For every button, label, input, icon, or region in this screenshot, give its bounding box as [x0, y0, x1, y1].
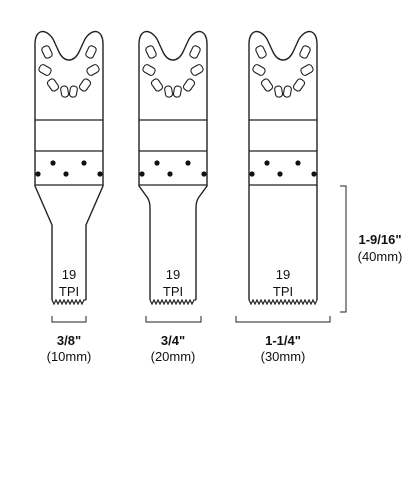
tpi-number-2: 19: [166, 267, 180, 282]
width-mm-1: (10mm): [47, 349, 92, 364]
depth-mm: (40mm): [358, 249, 403, 264]
tpi-number-3: 19: [276, 267, 290, 282]
width-in-1: 3/8": [57, 333, 81, 348]
width-in-3: 1-1/4": [265, 333, 301, 348]
blade-3: [248, 30, 318, 306]
width-bracket-3: [235, 316, 331, 323]
tpi-unit-2: TPI: [163, 284, 183, 299]
blade-2: [138, 30, 208, 306]
width-in-2: 3/4": [161, 333, 185, 348]
tpi-unit-1: TPI: [59, 284, 79, 299]
width-mm-3: (30mm): [261, 349, 306, 364]
depth-bracket: [340, 185, 347, 313]
blade-1: [34, 30, 104, 306]
tpi-unit-3: TPI: [273, 284, 293, 299]
depth-in: 1-9/16": [358, 232, 401, 247]
tpi-number-1: 19: [62, 267, 76, 282]
width-mm-2: (20mm): [151, 349, 196, 364]
width-bracket-1: [51, 316, 87, 323]
width-bracket-2: [145, 316, 202, 323]
